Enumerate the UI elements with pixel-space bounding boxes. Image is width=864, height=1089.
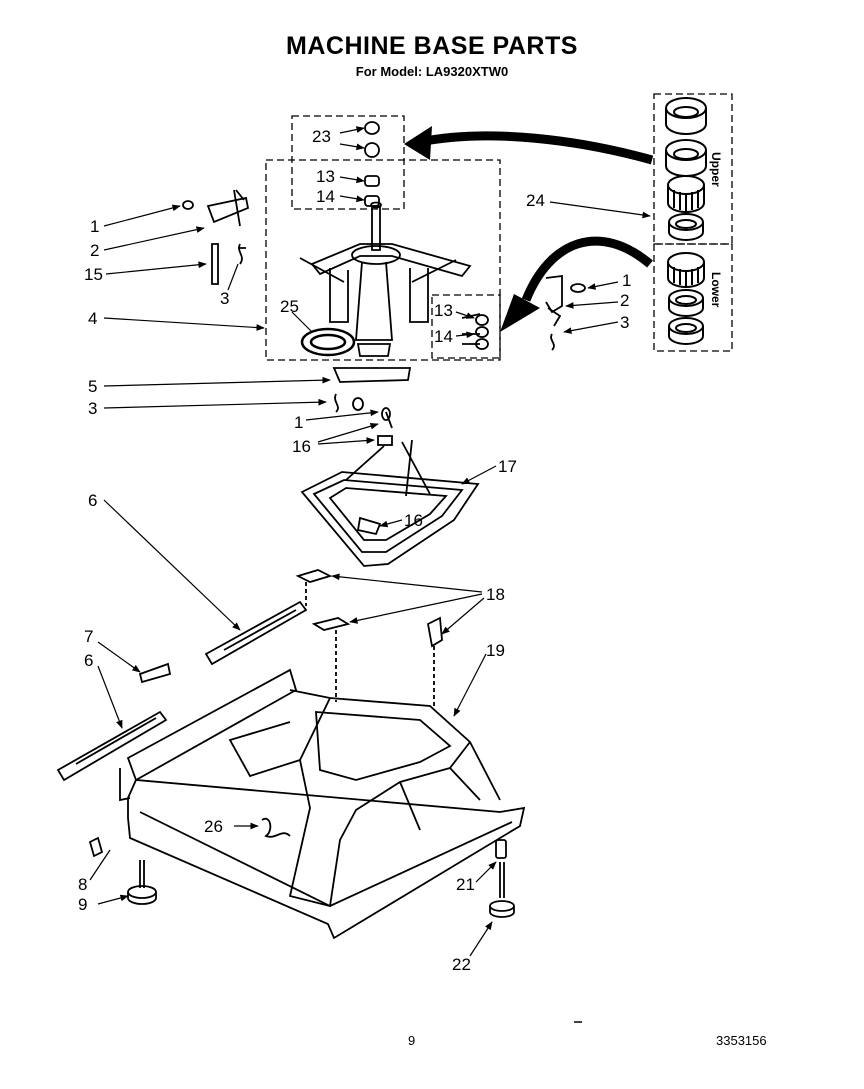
page-number: 9 bbox=[408, 1033, 416, 1048]
transmission-group-box bbox=[265, 93, 733, 361]
callout-number: 3 bbox=[220, 289, 229, 308]
callout-number: 3 bbox=[620, 313, 629, 332]
model-subtitle: For Model: LA9320XTW0 bbox=[355, 64, 509, 79]
callout-number: 4 bbox=[88, 309, 97, 328]
mounting-bracket-left bbox=[182, 189, 250, 285]
seal-ring bbox=[300, 327, 356, 357]
callout-number: 16 bbox=[292, 437, 311, 456]
callout-number: 9 bbox=[78, 895, 87, 914]
lower-label: Lower bbox=[709, 272, 723, 308]
callout-number: 23 bbox=[312, 127, 331, 146]
leader-lines bbox=[89, 126, 651, 957]
transmission-spider bbox=[299, 201, 472, 357]
machine-base-frame bbox=[119, 668, 526, 940]
callout-number: 21 bbox=[456, 875, 475, 894]
callout-number: 3 bbox=[88, 399, 97, 418]
callout-number: 15 bbox=[84, 265, 103, 284]
lower-bearing-set bbox=[667, 252, 705, 345]
callout-number: 6 bbox=[84, 651, 93, 670]
upper-label: Upper bbox=[709, 152, 723, 187]
callout-number: 8 bbox=[78, 875, 87, 894]
leveling-foot-right bbox=[489, 839, 515, 918]
callout-number: 22 bbox=[452, 955, 471, 974]
spring-frame bbox=[300, 439, 480, 567]
callout-number: 13 bbox=[316, 167, 335, 186]
callout-number: 24 bbox=[526, 191, 545, 210]
callout-number: 1 bbox=[294, 413, 303, 432]
corner-pads bbox=[295, 569, 443, 706]
curved-arrow-icon bbox=[500, 236, 653, 332]
upper-bearing-set bbox=[665, 97, 707, 241]
callout-number: 14 bbox=[316, 187, 335, 206]
callout-number: 16 bbox=[404, 511, 423, 530]
leveling-foot-left bbox=[88, 836, 157, 905]
callout-number: 1 bbox=[622, 271, 631, 290]
callout-number: 19 bbox=[486, 641, 505, 660]
pivot-bracket bbox=[332, 367, 412, 446]
callout-labels: 23 13 14 1 2 15 3 24 25 4 1 2 3 13 14 5 … bbox=[78, 127, 631, 974]
mounting-bracket-right bbox=[461, 274, 586, 351]
document-number: 3353156 bbox=[716, 1033, 767, 1048]
callout-number: 18 bbox=[486, 585, 505, 604]
curved-arrow-icon bbox=[404, 126, 654, 165]
callout-number: 2 bbox=[620, 291, 629, 310]
cabinet-rails bbox=[56, 600, 308, 782]
callout-number: 5 bbox=[88, 377, 97, 396]
callout-number: 25 bbox=[280, 297, 299, 316]
wire-clip bbox=[261, 817, 291, 838]
callout-number: 6 bbox=[88, 491, 97, 510]
callout-number: 17 bbox=[498, 457, 517, 476]
callout-number: 26 bbox=[204, 817, 223, 836]
callout-number: 13 bbox=[434, 301, 453, 320]
callout-number: 1 bbox=[90, 217, 99, 236]
page-title: MACHINE BASE PARTS bbox=[286, 32, 578, 60]
callout-number: 2 bbox=[90, 241, 99, 260]
bearing-stack-upper bbox=[364, 121, 380, 207]
callout-number: 7 bbox=[84, 627, 93, 646]
callout-number: 14 bbox=[434, 327, 453, 346]
